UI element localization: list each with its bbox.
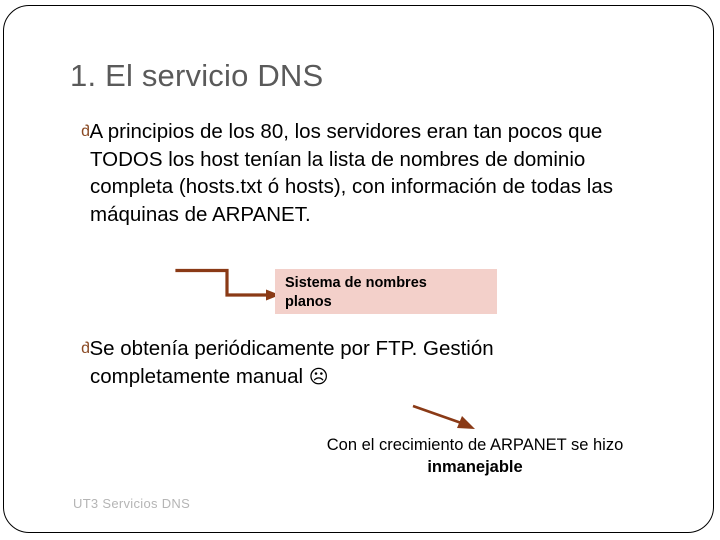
- bottom-annotation-line-2: inmanejable: [427, 458, 523, 476]
- bullet-item-2-body: Se obtenía periódicamente por FTP. Gesti…: [89, 337, 494, 388]
- callout-box-sistema-nombres-planos: Sistema de nombres planos: [275, 269, 497, 314]
- wingdings-ornament-bullet-icon-2: ɓ: [81, 340, 90, 357]
- callout-line-2: planos: [285, 293, 332, 310]
- slide-footer: UT3 Servicios DNS: [73, 496, 191, 511]
- diagonal-pointer-arrow: [405, 398, 485, 438]
- bottom-annotation: Con el crecimiento de ARPANET se hizo in…: [280, 434, 670, 478]
- bullet-item-1-text: A principios de los 80, los servidores e…: [89, 120, 614, 226]
- bullet-item-2-text: Se obtenía periódicamente por FTP. Gesti…: [90, 335, 631, 391]
- bullet-item-2: ɓ Se obtenía periódicamente por FTP. Ges…: [71, 335, 631, 391]
- wingdings-ornament-bullet-icon: ɓ: [81, 123, 90, 140]
- page-title: 1. El servicio DNS: [70, 58, 324, 93]
- slide-rounded-border: [3, 5, 714, 533]
- callout-box-text: Sistema de nombres planos: [285, 274, 485, 311]
- bottom-annotation-line-1: Con el crecimiento de ARPANET se hizo: [326, 436, 624, 454]
- frowning-face-icon: ☹: [308, 366, 329, 388]
- bullet-item-1: ɓ A principios de los 80, los servidores…: [71, 118, 671, 228]
- callout-line-1: Sistema de nombres: [285, 275, 427, 291]
- elbow-connector-arrow: [170, 260, 285, 308]
